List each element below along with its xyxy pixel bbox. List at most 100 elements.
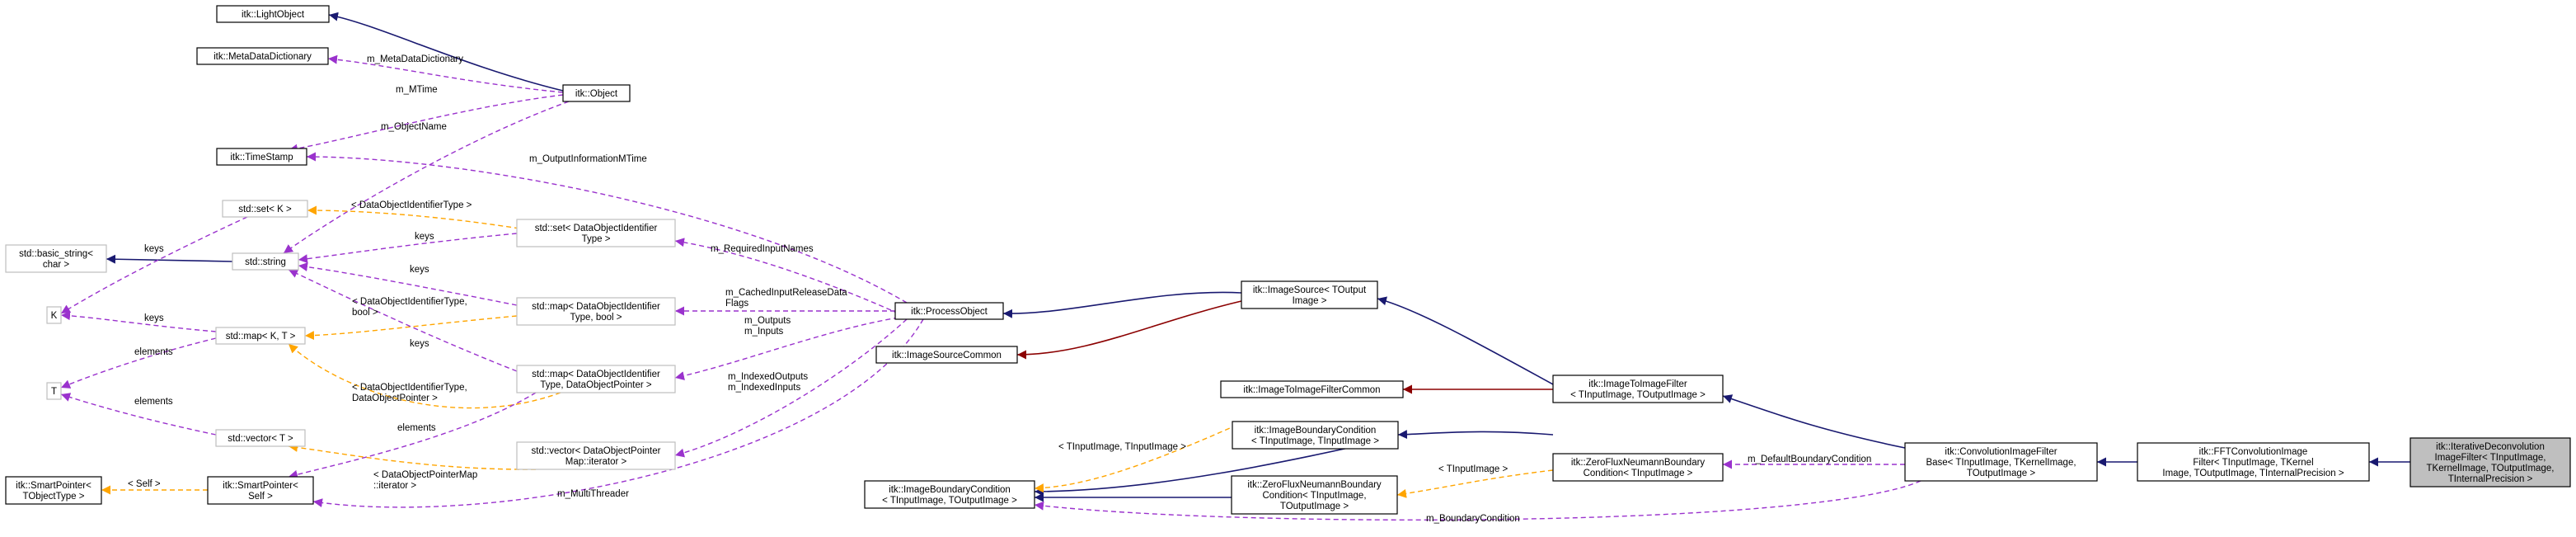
node-label: itk::LightObject (242, 10, 305, 20)
node-map-dataobjectidentifier-bool[interactable]: std::map< DataObjectIdentifierType, bool… (516, 297, 676, 326)
edge-imagesource-to-processobject (1002, 291, 1242, 318)
edge-mapkt-elements (60, 337, 217, 389)
edge-label-m-cachedinputreleasedataflags: Flags (725, 299, 748, 309)
edge-label-dataobjectpointermap-iterator: ::iterator > (373, 481, 416, 491)
node-label: std::vector< DataObjectPointer (532, 446, 661, 456)
node-image-boundary-condition-out[interactable]: itk::ImageBoundaryCondition< TInputImage… (864, 480, 1035, 509)
node-meta-data-dictionary[interactable]: itk::MetaDataDictionary (196, 47, 329, 65)
node-image-to-image-filter[interactable]: itk::ImageToImageFilter< TInputImage, TO… (1552, 374, 1724, 403)
node-label: itk::FFTConvolutionImage (2199, 447, 2308, 457)
edge-boundaryin-template (1034, 421, 1246, 493)
node-label: Type, bool > (570, 313, 622, 323)
node-label: itk::ImageSourceCommon (892, 351, 1002, 360)
node-vector-dataobjectpointer-iterator[interactable]: std::vector< DataObjectPointerMap::itera… (516, 441, 676, 470)
node-set-dataobjectidentifier[interactable]: std::set< DataObjectIdentifierType > (516, 219, 676, 247)
edge-map-bool-string (298, 262, 518, 306)
node-label: itk::ImageBoundaryCondition (889, 485, 1011, 495)
edge-label-dataobjectidentifiertype-pointer: DataObjectPointer > (352, 393, 438, 403)
edge-label-self: < Self > (128, 479, 161, 489)
edge-label-layer: m_MetaDataDictionarym_MTimem_ObjectNamem… (128, 54, 1871, 524)
node-label: Image, TOutputImage, TInternalPrecision … (2162, 469, 2344, 478)
node-smart-pointer-self[interactable]: itk::SmartPointer<Self > (207, 476, 314, 505)
edge-label-m-cachedinputreleasedataflags: m_CachedInputReleaseData (725, 288, 847, 298)
node-label: Filter< TInputImage, TKernel (2193, 458, 2313, 468)
edge-layer (60, 12, 2410, 521)
node-label: std::set< K > (238, 205, 292, 214)
edge-vector-elements (60, 393, 217, 436)
node-light-object[interactable]: itk::LightObject (216, 5, 330, 23)
edge-label-keys-set: keys (415, 232, 434, 242)
edge-label-m-indexedoutputs-inputs: m_IndexedInputs (728, 383, 800, 393)
node-label: itk::Object (575, 89, 618, 99)
edge-label-m-outputinformationmtime: m_OutputInformationMTime (529, 154, 647, 164)
edge-setk-keys (60, 216, 248, 314)
edge-set-dataobjectidentifier-template (307, 205, 520, 229)
node-label: Condition< TInputImage, (1262, 491, 1366, 501)
edge-map-pointer-string (288, 269, 518, 372)
node-image-boundary-condition-in[interactable]: itk::ImageBoundaryCondition< TInputImage… (1232, 421, 1399, 450)
edge-processobject-requiredinputnames (674, 238, 899, 314)
edge-processobject-multithreader (312, 318, 924, 508)
node-k[interactable]: K (46, 306, 62, 324)
edge-label-dataobjectidentifiertype-bool: bool > (352, 308, 378, 318)
edge-object-objectname (283, 101, 570, 254)
edge-label-m-outputs-inputs: m_Outputs (744, 316, 791, 326)
node-image-source-common[interactable]: itk::ImageSourceCommon (875, 346, 1018, 364)
node-std-vector-t[interactable]: std::vector< T > (215, 429, 306, 447)
node-time-stamp[interactable]: itk::TimeStamp (216, 148, 307, 166)
node-label: TKernelImage, TOutputImage, (2427, 464, 2555, 473)
node-label: TOutputImage > (1967, 469, 2035, 478)
node-label: itk::IterativeDeconvolution (2436, 442, 2545, 452)
node-label: Map::iterator > (565, 457, 627, 467)
node-image-to-image-filter-common[interactable]: itk::ImageToImageFilterCommon (1220, 380, 1404, 398)
node-t[interactable]: T (46, 382, 62, 400)
node-smart-pointer-tobjecttype[interactable]: itk::SmartPointer<TObjectType > (5, 476, 102, 505)
node-label: ImageFilter< TInputImage, (2435, 453, 2546, 463)
node-label: Type, DataObjectPointer > (540, 380, 651, 390)
node-label: itk::MetaDataDictionary (213, 52, 312, 62)
node-label: itk::ProcessObject (911, 307, 988, 317)
edge-map-pointer-template (288, 343, 561, 409)
node-label: Image > (1293, 296, 1327, 306)
node-iterative-deconvolution-image-filter[interactable]: itk::IterativeDeconvolutionImageFilter< … (2409, 437, 2571, 488)
node-std-map-kt[interactable]: std::map< K, T > (215, 327, 306, 345)
edge-label-dataobjectpointermap-iterator: < DataObjectPointerMap (373, 470, 477, 480)
node-std-set-k[interactable]: std::set< K > (222, 200, 308, 218)
node-label: std::map< DataObjectIdentifier (532, 370, 660, 379)
node-label: < TInputImage, TOutputImage > (882, 496, 1017, 506)
edge-set-dataobjectidentifier-string (298, 233, 518, 264)
node-label: TObjectType > (23, 492, 85, 502)
node-label: std::basic_string< (19, 249, 93, 259)
edge-label-m-indexedoutputs-inputs: m_IndexedOutputs (728, 372, 808, 382)
node-label: itk::SmartPointer< (16, 481, 91, 491)
node-object[interactable]: itk::Object (562, 84, 631, 102)
node-layer: itk::LightObjectitk::MetaDataDictionaryi… (5, 5, 2571, 515)
node-label: < TInputImage, TOutputImage > (1570, 390, 1706, 400)
edge-label-keys-pointer: keys (410, 339, 429, 349)
edge-processobject-indexed (674, 318, 908, 458)
edge-label-m-objectname: m_ObjectName (381, 122, 447, 132)
node-std-string[interactable]: std::string (232, 252, 299, 271)
node-label: Type > (582, 234, 611, 244)
edge-label-keys-basic: keys (144, 244, 164, 254)
node-image-source[interactable]: itk::ImageSource< TOutputImage > (1241, 280, 1378, 309)
edge-label-m-defaultboundarycondition: m_DefaultBoundaryCondition (1748, 455, 1871, 464)
node-label: K (51, 311, 58, 321)
edge-imagesource-to-imagesourcecommon (1016, 300, 1242, 360)
edge-zeroflux-to-boundaryin (1397, 430, 1554, 440)
node-label: Condition< TInputImage > (1584, 469, 1693, 478)
node-map-dataobjectidentifier-pointer[interactable]: std::map< DataObjectIdentifierType, Data… (516, 365, 676, 393)
node-label: itk::ZeroFluxNeumannBoundary (1571, 458, 1706, 468)
node-process-object[interactable]: itk::ProcessObject (894, 302, 1004, 320)
node-std-basic-string[interactable]: std::basic_string<char > (5, 244, 107, 273)
edge-zeroflux-template (1396, 469, 1554, 498)
edge-object-metadatadictionary (327, 54, 564, 93)
edge-object-to-lightobject (328, 12, 564, 92)
edge-processobject-timestamp (306, 152, 908, 304)
node-label: itk::ImageBoundaryCondition (1255, 426, 1377, 436)
